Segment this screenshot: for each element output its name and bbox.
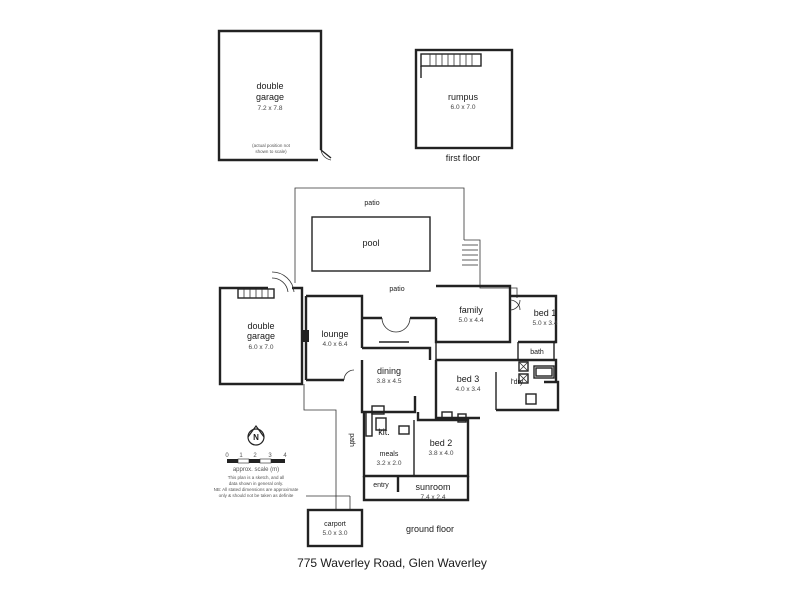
garage-top-dims: 7.2 x 7.8 [258, 105, 283, 112]
patio-area: patio patio [294, 187, 518, 298]
garage-top-label-1: double [256, 81, 283, 91]
rumpus-dims: 6.0 x 7.0 [451, 104, 476, 111]
carport-dims: 5.0 x 3.0 [323, 530, 348, 537]
garage-ground: double garage 6.0 x 7.0 [218, 271, 304, 386]
ldry-label: l'dry [511, 379, 524, 386]
property-address: 775 Waverley Road, Glen Waverley [297, 556, 487, 570]
sunroom-label: sunroom [415, 482, 450, 492]
garage-top-note-2: shown to scale) [255, 149, 287, 154]
rumpus-room: rumpus 6.0 x 7.0 [414, 48, 514, 150]
carport-label: carport [324, 521, 346, 528]
bed3-label: bed 3 [457, 374, 480, 384]
scale-label: approx. scale (m) [233, 467, 279, 473]
kit-label: kit. [378, 427, 390, 437]
first-floor-label: first floor [446, 153, 481, 163]
dining-label: dining [377, 366, 401, 376]
disclaimer-line-2: data shown in general only. [229, 481, 283, 486]
garage-ground-label-1: double [247, 321, 274, 331]
scale-tick-0: 0 [225, 453, 229, 459]
scale-tick-1: 1 [239, 453, 243, 459]
rumpus-label: rumpus [448, 92, 479, 102]
garage-top: double garage 7.2 x 7.8 (actual position… [217, 29, 332, 162]
disclaimer-line-4: only & should not be taken as definite [219, 493, 294, 498]
disclaimer-line-1: This plan is a sketch, and all [228, 475, 285, 480]
bed2-label: bed 2 [430, 438, 453, 448]
path-label: path [348, 433, 355, 447]
bed2-dims: 3.8 x 4.0 [429, 450, 454, 457]
lounge-dims: 4.0 x 6.4 [323, 341, 348, 348]
patio-mid-label: patio [389, 286, 404, 293]
bed1-dims: 5.0 x 3.4 [533, 320, 558, 327]
family-dims: 5.0 x 4.4 [459, 317, 484, 324]
disclaimer-line-3: NB: All stated dimensions are approximat… [214, 487, 299, 492]
north-compass-icon: N [247, 424, 265, 446]
bed3-dims: 4.0 x 3.4 [456, 386, 481, 393]
meals-label: meals [380, 451, 399, 458]
pool-label: pool [362, 238, 379, 248]
dining-dims: 3.8 x 4.5 [377, 378, 402, 385]
family-label: family [459, 305, 483, 315]
bath-label: bath [530, 349, 544, 356]
sunroom-dims: 7.4 x 2.4 [421, 494, 446, 501]
scale-bar: 0 1 2 3 4 approx. scale (m) [225, 453, 287, 473]
garage-ground-label-2: garage [247, 331, 275, 341]
lounge-label: lounge [321, 329, 348, 339]
scale-tick-4: 4 [283, 453, 287, 459]
pool: pool [311, 216, 431, 272]
garage-top-note-1: (actual position not [252, 143, 291, 148]
patio-top-label: patio [364, 200, 379, 207]
bed1-label: bed 1 [534, 308, 557, 318]
house-walls [303, 284, 560, 548]
garage-top-label-2: garage [256, 92, 284, 102]
entry-label: entry [373, 482, 389, 489]
legend: N 0 1 2 3 4 approx. scale (m) This plan … [214, 424, 299, 498]
scale-tick-2: 2 [253, 453, 257, 459]
garage-ground-dims: 6.0 x 7.0 [249, 344, 274, 351]
compass-letter: N [253, 433, 259, 442]
ground-floor-label: ground floor [406, 524, 454, 534]
meals-dims: 3.2 x 2.0 [377, 460, 402, 467]
scale-tick-3: 3 [268, 453, 272, 459]
